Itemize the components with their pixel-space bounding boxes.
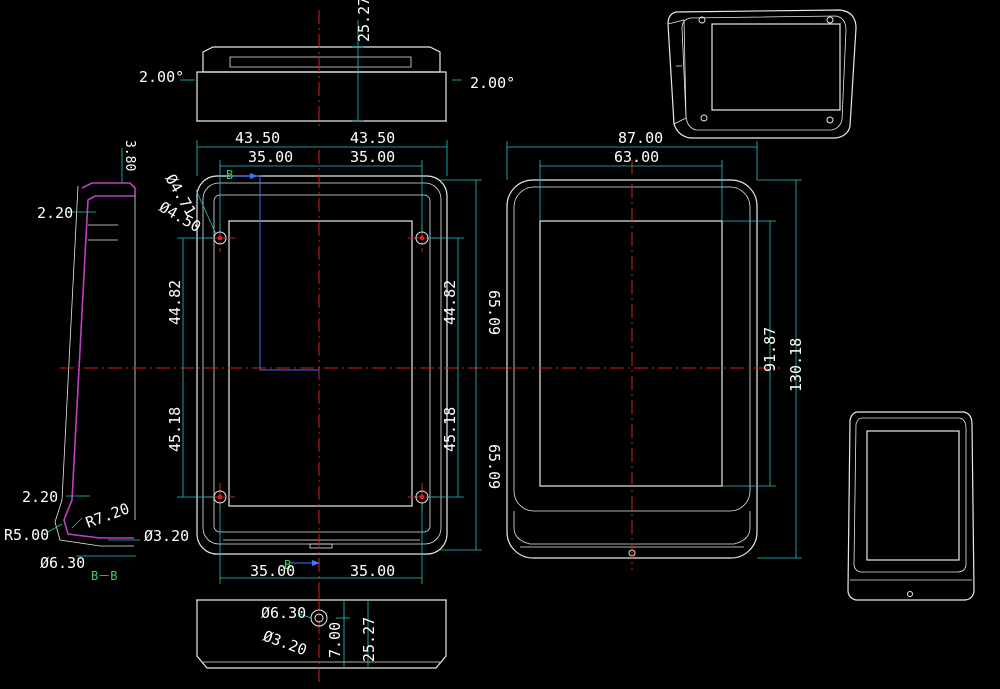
- dim-section-top: 3.80: [122, 140, 137, 171]
- dim-section-r-outer: R5.00: [4, 526, 49, 544]
- isometric-view-back: [667, 9, 857, 139]
- dim-bottom-hole-large: Ø6.30: [261, 604, 306, 622]
- section-b-b-view: 3.80 2.20 2.20 R5.00 R7.20 Ø3.20 Ø6.30 B…: [4, 140, 189, 583]
- dim-section-hole-small: Ø3.20: [144, 527, 189, 545]
- dim-hole-pitch-top-right: 35.00: [350, 148, 395, 166]
- dim-front-width: 87.00: [618, 129, 663, 147]
- dim-hole-pitch-bottom-right: 35.00: [350, 562, 395, 580]
- dim-half-width-right: 43.50: [350, 129, 395, 147]
- isometric-view-front: [847, 411, 975, 601]
- dim-window-height: 91.87: [761, 327, 779, 372]
- dim-draft-left: 2.00°: [139, 68, 184, 86]
- dim-draft-right: 2.00°: [470, 74, 515, 92]
- dim-section-hole-large: Ø6.30: [40, 554, 85, 572]
- dim-top-height: 25.27: [355, 0, 373, 42]
- dim-hole-down-right: 45.18: [441, 407, 459, 452]
- section-label: B－B: [91, 569, 117, 583]
- dim-hole-pitch-top-left: 35.00: [248, 148, 293, 166]
- dim-section-wall-top: 2.20: [37, 204, 73, 222]
- dim-window-width: 63.00: [614, 148, 659, 166]
- dim-bottom-height: 25.27: [360, 617, 378, 662]
- dim-hole-up-left: 44.82: [166, 280, 184, 325]
- top-elevation-view: 25.27 2.00° 2.00°: [139, 0, 515, 128]
- dim-hole-down-left: 45.18: [166, 407, 184, 452]
- dim-section-r-inner: R7.20: [83, 499, 132, 531]
- section-marker-bottom: B: [284, 558, 291, 572]
- main-plan-view: B B 43.50 43.50 35.00 35.00 35.00 35.00 …: [60, 129, 520, 600]
- dim-half-width-left: 43.50: [235, 129, 280, 147]
- dim-hole-pitch-bottom-left: 35.00: [250, 562, 295, 580]
- dim-overall-height: 130.18: [787, 338, 805, 392]
- dim-hole-up-right: 44.82: [441, 280, 459, 325]
- dim-bottom-offset: 7.00: [326, 622, 344, 658]
- dim-section-wall-bottom: 2.20: [22, 488, 58, 506]
- dim-half-height-up: 65.09: [485, 290, 503, 335]
- dim-bottom-hole-small: Ø3.20: [261, 627, 310, 659]
- front-view: 87.00 63.00 91.87 130.18: [490, 129, 805, 570]
- section-marker-top: B: [226, 168, 233, 182]
- dim-half-height-down: 65.09: [485, 444, 503, 489]
- bottom-elevation-view: 7.00 25.27 Ø6.30 Ø3.20: [196, 596, 447, 682]
